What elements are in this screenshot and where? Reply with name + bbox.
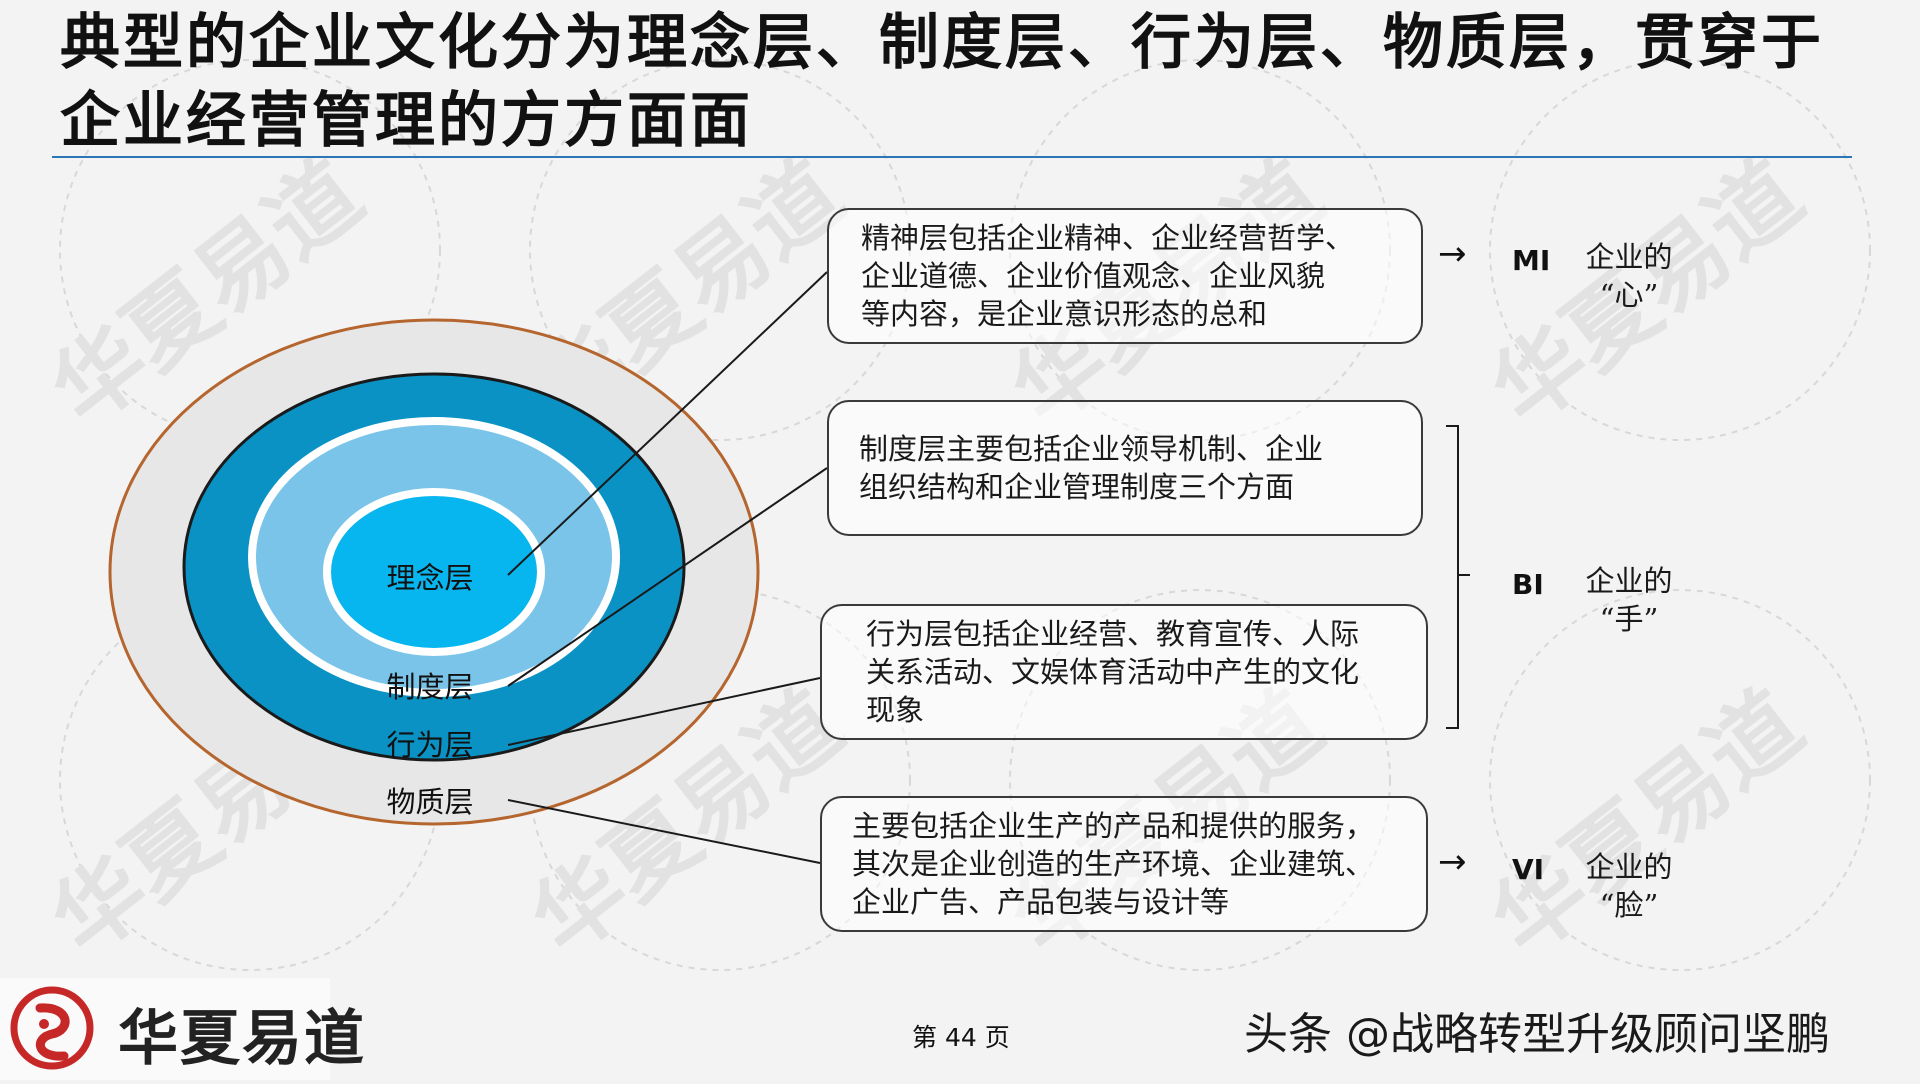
behavior-description-box: 行为层包括企业经营、教育宣传、人际 关系活动、文娱体育活动中产生的文化 现象 <box>820 604 1428 740</box>
identity-code-bi: BI <box>1512 568 1544 601</box>
identity-code-vi: VI <box>1512 853 1545 886</box>
meaning-line: “脸” <box>1599 888 1659 922</box>
box-line: 企业道德、企业价值观念、企业风貌 <box>861 259 1326 293</box>
box-line: 企业广告、产品包装与设计等 <box>852 885 1230 919</box>
meaning-line: 企业的 <box>1585 240 1673 274</box>
layer-label-system: 制度层 <box>386 670 473 704</box>
box-line: 行为层包括企业经营、教育宣传、人际 <box>866 617 1360 651</box>
watermark-seal <box>1489 589 1871 971</box>
watermark-seal <box>59 59 441 441</box>
watermark-seal <box>529 589 911 971</box>
box-line: 精神层包括企业精神、企业经营哲学、 <box>861 221 1355 255</box>
company-logo <box>0 978 330 1080</box>
watermark-seal <box>1009 589 1391 971</box>
meaning-line: “心” <box>1599 278 1659 312</box>
box-line: 关系活动、文娱体育活动中产生的文化 <box>866 655 1360 689</box>
connector-line <box>507 799 821 864</box>
meaning-line: 企业的 <box>1585 564 1673 598</box>
box-line: 现象 <box>866 693 925 727</box>
source-credit: 头条 @战略转型升级顾问坚鹏 <box>1244 1009 1830 1060</box>
page-number: 第 44 页 <box>912 1023 1010 1052</box>
logo-text: 华夏易道 <box>118 1004 366 1074</box>
right-arrow-icon: → <box>1438 842 1467 882</box>
title-underline <box>52 156 1852 158</box>
vi-description-box: 主要包括企业生产的产品和提供的服务， 其次是企业创造的生产环境、企业建筑、 企业… <box>820 796 1428 932</box>
watermark-seal <box>1489 59 1871 441</box>
identity-meaning-bi: 企业的 “手” <box>1574 562 1684 638</box>
identity-meaning-vi: 企业的 “脸” <box>1574 848 1684 924</box>
logo-seal-icon <box>10 986 94 1070</box>
box-line: 制度层主要包括企业领导机制、企业 <box>859 432 1324 466</box>
system-description-box: 制度层主要包括企业领导机制、企业 组织结构和企业管理制度三个方面 <box>827 400 1423 536</box>
layer-label-material: 物质层 <box>386 785 473 819</box>
mi-description-box: 精神层包括企业精神、企业经营哲学、 企业道德、企业价值观念、企业风貌 等内容，是… <box>827 208 1423 344</box>
right-arrow-icon: → <box>1438 234 1467 274</box>
box-line: 其次是企业创造的生产环境、企业建筑、 <box>852 847 1375 881</box>
identity-meaning-mi: 企业的 “心” <box>1574 238 1684 314</box>
layer-label-behavior: 行为层 <box>386 728 473 762</box>
identity-code-mi: MI <box>1512 244 1551 277</box>
box-line: 主要包括企业生产的产品和提供的服务， <box>852 809 1375 843</box>
page-title: 典型的企业文化分为理念层、制度层、行为层、物质层，贯穿于企业经营管理的方方面面 <box>60 8 1824 156</box>
box-line: 组织结构和企业管理制度三个方面 <box>859 470 1295 504</box>
connector-line <box>507 271 828 576</box>
connector-line <box>507 677 821 746</box>
bi-bracket <box>1446 425 1459 729</box>
layer-label-concept: 理念层 <box>386 561 473 595</box>
concept-layer-ellipse <box>323 488 545 656</box>
meaning-line: “手” <box>1599 602 1659 636</box>
meaning-line: 企业的 <box>1585 850 1673 884</box>
connector-line <box>507 467 828 687</box>
box-line: 等内容，是企业意识形态的总和 <box>861 297 1268 331</box>
